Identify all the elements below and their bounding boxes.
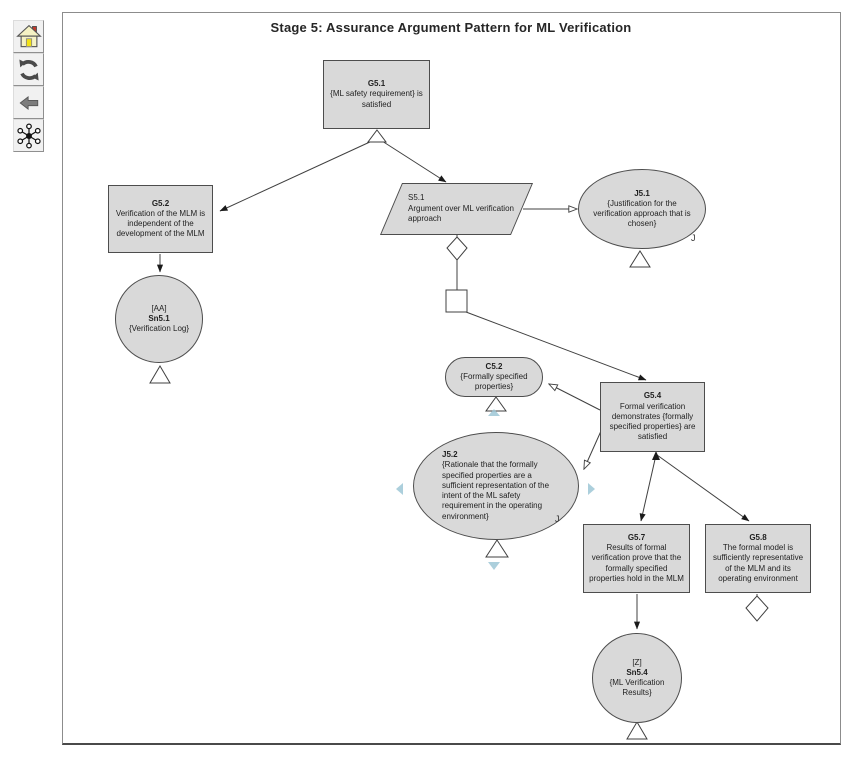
node-text: {Formally specified properties} (460, 371, 528, 392)
graph-view-button[interactable] (13, 119, 44, 152)
node-ref: [Z] (632, 657, 642, 667)
diagram-title: Stage 5: Assurance Argument Pattern for … (270, 20, 632, 35)
node-text: Formal verification demonstrates {formal… (609, 401, 696, 442)
justification-marker-j5-2: J (555, 514, 560, 524)
node-id: G5.1 (367, 79, 386, 89)
justification-node-j5-2[interactable]: J5.2 {Rationale that the formally specif… (413, 432, 579, 540)
goal-node-g5-2[interactable]: G5.2 Verification of the MLM is independ… (108, 185, 213, 253)
solution-node-sn5-4[interactable]: [Z] Sn5.4 {ML Verification Results} (592, 633, 682, 723)
solution-node-sn5-1[interactable]: [AA] Sn5.1 {Verification Log} (115, 275, 203, 363)
node-text: {Verification Log} (128, 324, 190, 334)
node-text: {Justification for the verification appr… (593, 198, 691, 229)
justification-node-j5-1[interactable]: J5.1 {Justification for the verification… (578, 169, 706, 249)
strategy-node-s5-1[interactable]: S5.1 Argument over ML verification appro… (379, 183, 534, 235)
goal-node-g5-7[interactable]: G5.7 Results of formal verification prov… (583, 524, 690, 593)
goal-node-g5-1[interactable]: G5.1 {ML safety requirement} is satisfie… (323, 60, 430, 129)
node-text: Results of formal verification prove tha… (589, 543, 684, 583)
node-id: G5.2 (151, 198, 170, 208)
refresh-button[interactable] (13, 53, 44, 86)
node-id: J5.1 (634, 188, 650, 198)
node-text: {ML safety requirement} is satisfied (330, 89, 423, 109)
home-icon (15, 24, 42, 47)
node-text: {ML Verification Results} (609, 678, 665, 698)
node-id: S5.1 (408, 193, 425, 203)
back-arrow-icon (19, 95, 38, 110)
node-id: Sn5.1 (148, 313, 170, 323)
node-text: {Rationale that the formally specified p… (442, 460, 550, 521)
home-button[interactable] (13, 20, 44, 53)
refresh-icon (18, 59, 39, 80)
node-text: Verification of the MLM is independent o… (115, 208, 206, 239)
goal-node-g5-4[interactable]: G5.4 Formal verification demonstrates {f… (600, 382, 705, 452)
back-button[interactable] (13, 86, 44, 119)
node-id: G5.7 (627, 532, 646, 542)
node-id: Sn5.4 (626, 667, 648, 677)
goal-node-g5-8[interactable]: G5.8 The formal model is sufficiently re… (705, 524, 811, 593)
graph-network-icon (16, 122, 41, 149)
node-text: Argument over ML verification approach (408, 203, 514, 224)
context-node-c5-2[interactable]: C5.2 {Formally specified properties} (445, 357, 543, 397)
node-id: J5.2 (442, 450, 458, 460)
justification-marker-j5-1: J (691, 233, 696, 243)
node-id: C5.2 (485, 361, 503, 371)
node-id: G5.4 (643, 391, 662, 401)
node-ref: [AA] (151, 303, 167, 313)
node-text: The formal model is sufficiently represe… (712, 543, 804, 583)
node-id: G5.8 (749, 532, 767, 542)
